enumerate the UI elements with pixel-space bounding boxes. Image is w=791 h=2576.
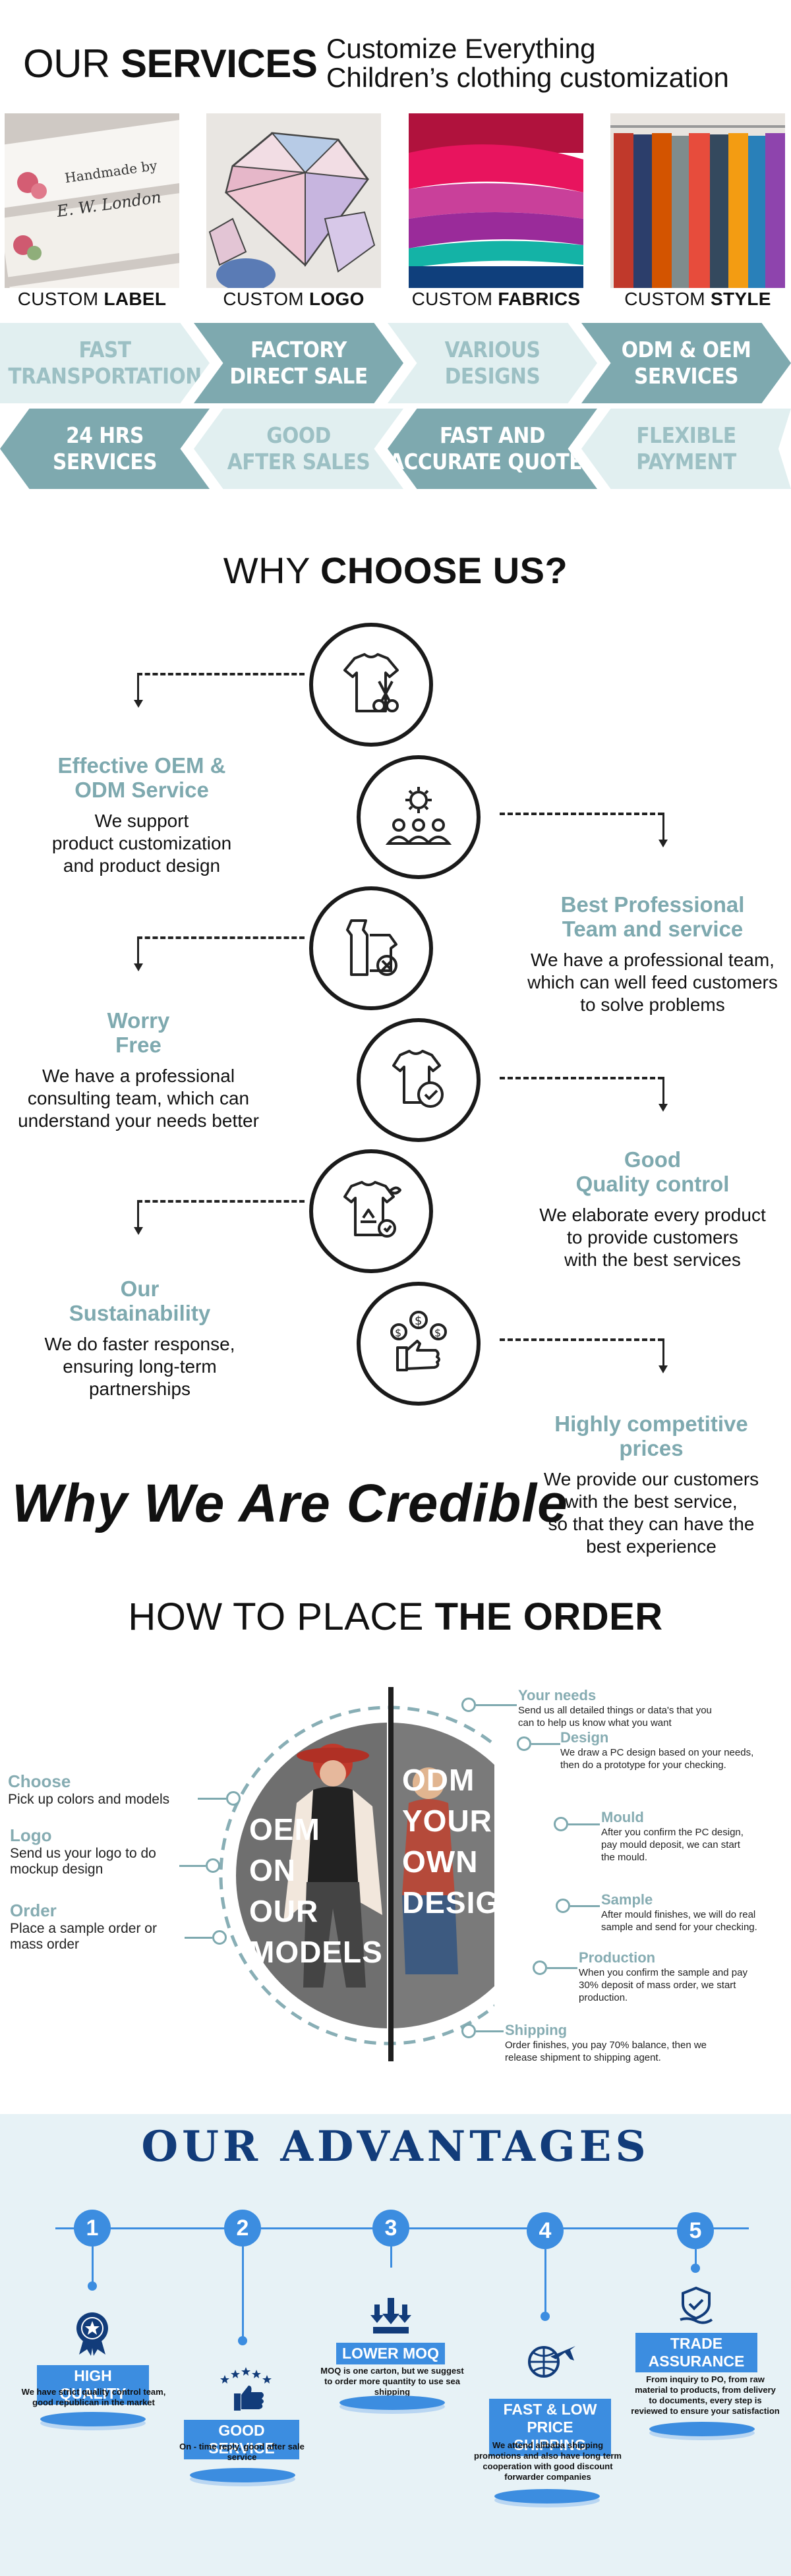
advantage-desc-4: We attend alibaba shipping promotions an…: [474, 2440, 622, 2482]
svg-text:$: $: [395, 1327, 401, 1339]
step-design: Design We draw a PC design based on your…: [560, 1729, 754, 1771]
shield-hand-icon: [680, 2287, 713, 2324]
step-your-needs: Your needs Send us all detailed things o…: [518, 1687, 712, 1729]
step-shipping: Shipping Order finishes, you pay 70% bal…: [505, 2022, 707, 2063]
services-tagline: Customize Everything Children’s clothing…: [326, 33, 729, 93]
download-arrows-icon: [370, 2298, 411, 2333]
connector-line: [137, 1200, 305, 1203]
advantage-desc-5: From inquiry to PO, from raw material to…: [631, 2374, 780, 2416]
advantage-tag-lower-moq: LOWER MOQ: [336, 2343, 445, 2364]
connector-line: [137, 673, 305, 675]
custom-logo-photo: [206, 113, 381, 288]
oem-on-our-models: OEM ON OUR MODELS: [249, 1812, 383, 1969]
advantage-number-3: 3: [372, 2210, 409, 2247]
shirt-check-icon: [357, 1018, 481, 1142]
custom-label-caption: CUSTOM LABEL: [17, 289, 167, 309]
svg-text:$: $: [415, 1314, 422, 1328]
order-diagram: [219, 1705, 494, 2046]
custom-label-photo: Handmade by E. W. London: [5, 113, 179, 288]
custom-fabrics-photo: [409, 113, 583, 288]
credible-title: Why We Are Credible: [12, 1474, 568, 1533]
custom-style-photo: [610, 113, 785, 288]
advantage-number-1: 1: [74, 2210, 111, 2247]
connector-line: [500, 813, 663, 815]
services-title: OUR SERVICES: [23, 42, 318, 86]
advantage-tag-fast-shipping: FAST & LOW PRICE SHIPPING: [489, 2399, 611, 2456]
connector-line: [500, 1077, 663, 1079]
advantage-number-5: 5: [677, 2212, 714, 2249]
custom-style-caption: CUSTOM STYLE: [624, 289, 771, 309]
plane-globe-icon: [528, 2346, 575, 2378]
step-order: Order Place a sample order or mass order: [10, 1901, 157, 1952]
advantage-desc-2: On - time reply, good after sale service: [179, 2442, 305, 2462]
clothes-cancel-icon: [309, 886, 433, 1010]
connector-line: [137, 936, 305, 939]
why-choose-title: WHY CHOOSE US?: [223, 550, 568, 591]
advantage-desc-3: MOQ is one carton, but we suggest to ord…: [320, 2366, 464, 2397]
advantage-tag-good-service: GOOD SERVICE: [184, 2420, 299, 2459]
custom-logo-caption: CUSTOM LOGO: [223, 289, 365, 309]
odm-your-own-designs: ODM YOUR OWN DESIGNS: [402, 1763, 544, 1920]
advantage-tag-trade-assurance: TRADE ASSURANCE: [635, 2333, 757, 2372]
step-choose: Choose Pick up colors and models: [8, 1771, 170, 1807]
custom-fabrics-caption: CUSTOM FABRICS: [411, 289, 581, 309]
connector-line: [500, 1338, 663, 1341]
step-logo: Logo Send us your logo to do mockup desi…: [10, 1825, 156, 1877]
award-ribbon-icon: [76, 2312, 108, 2356]
step-production: Production When you confirm the sample a…: [579, 1949, 747, 2003]
order-divider: [388, 1687, 394, 2061]
recycle-shirt-icon: [309, 1149, 433, 1273]
shirt-scissors-icon: [309, 623, 433, 747]
advantage-number-2: 2: [224, 2210, 261, 2247]
coins-thumbs-up-icon: $ $ $: [357, 1282, 481, 1406]
advantage-number-4: 4: [527, 2212, 564, 2249]
stars-thumbs-up-icon: [220, 2367, 272, 2411]
step-sample: Sample After mould finishes, we will do …: [601, 1891, 757, 1933]
svg-text:$: $: [434, 1327, 441, 1339]
team-gear-icon: [357, 755, 481, 879]
how-to-order-title: HOW TO PLACE THE ORDER: [128, 1595, 663, 1638]
advantage-tag-high-quality: HIGH QUALITY: [37, 2365, 149, 2405]
advantage-desc-1: We have strict quality control team, goo…: [21, 2387, 166, 2407]
step-mould: Mould After you confirm the PC design, p…: [601, 1809, 744, 1863]
advantages-title: OUR ADVANTAGES: [141, 2122, 650, 2171]
